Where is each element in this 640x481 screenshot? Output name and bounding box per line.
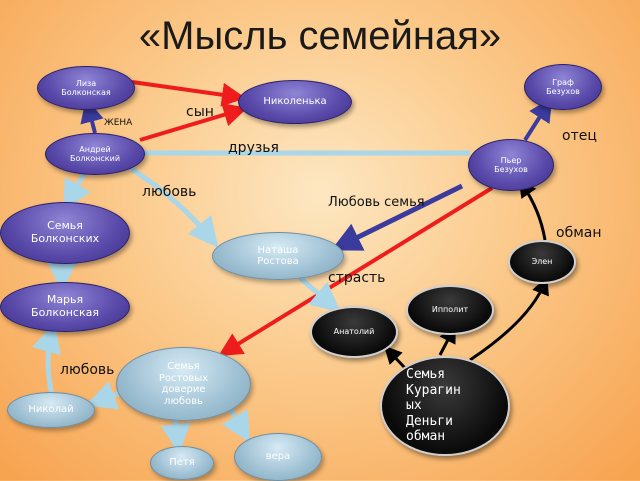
node-vera: вера bbox=[234, 433, 322, 481]
arrow-kuragin-anatoly bbox=[383, 345, 407, 370]
arrow-pierre-count bbox=[523, 97, 553, 142]
node-pierre-bezukhov: Пьер Безухов bbox=[468, 139, 554, 191]
node-petya: Петя bbox=[150, 446, 214, 480]
slide-title: «Мысль семейная» bbox=[138, 14, 502, 58]
label-love-andrey-natasha: любовь bbox=[142, 184, 197, 200]
label-friends: друзья bbox=[228, 140, 279, 156]
label-son: сын bbox=[186, 104, 214, 120]
arrow-andrey-bolkonsky bbox=[63, 170, 91, 211]
arrow-kuragin-helene bbox=[469, 276, 549, 362]
node-helene: Элен bbox=[508, 240, 576, 284]
arrow-andrey-nikolenka bbox=[139, 103, 248, 142]
node-andrey-bolkonsky: Андрей Болконский bbox=[45, 133, 145, 175]
node-lisa-bolkonskaya: Лиза Болконская bbox=[37, 66, 135, 110]
node-nikolai: Николай bbox=[7, 392, 95, 428]
node-bolkonsky-family: Семья Болконских bbox=[0, 202, 130, 264]
label-passion: страсть bbox=[328, 270, 386, 286]
arrow-natasha-anatoly bbox=[298, 276, 341, 313]
node-kuragin-family: Семья Курагин ых Деньги обман bbox=[380, 356, 510, 456]
label-deception: обман bbox=[556, 225, 602, 241]
label-wife: ЖЕНА bbox=[104, 118, 133, 128]
arrow-nikolai-marya bbox=[32, 322, 61, 396]
node-ippolit: Ипполит bbox=[406, 285, 494, 335]
arrow-pierre-natasha bbox=[331, 183, 464, 251]
arrow-helene-pierre bbox=[518, 179, 547, 241]
arrow-andrey-lisa bbox=[80, 98, 104, 134]
label-love-family: Любовь семья bbox=[328, 195, 425, 210]
label-love-nikolai-marya: любовь bbox=[60, 362, 115, 378]
arrow-lisa-nikolenka bbox=[131, 80, 246, 107]
arrow-rostov-petya bbox=[160, 417, 191, 454]
node-nikolenka: Николенька bbox=[238, 80, 352, 124]
node-count-bezukhov: Граф Безухов bbox=[524, 64, 602, 110]
arrow-andrey-natasha bbox=[128, 165, 219, 248]
label-father: отец bbox=[562, 128, 597, 144]
node-anatoly: Анатолий bbox=[310, 306, 398, 358]
node-marya-bolkonskaya: Марья Болконская bbox=[0, 282, 130, 332]
node-rostov-family: Семья Ростовых доверие любовь bbox=[116, 347, 251, 421]
arrow-pierre-rostov bbox=[218, 186, 494, 357]
arrow-rostov-nikolai bbox=[85, 381, 121, 410]
node-natasha-rostova: Наташа Ростова bbox=[212, 232, 344, 280]
